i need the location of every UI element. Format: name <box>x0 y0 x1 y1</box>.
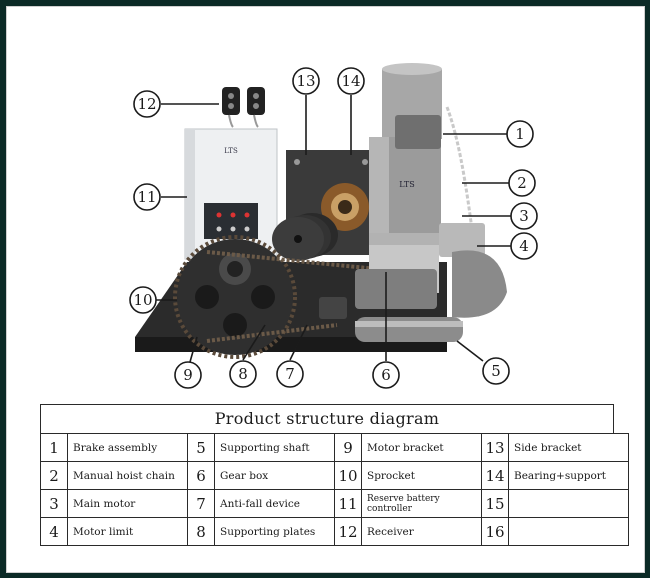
remote-controls <box>222 87 265 128</box>
part-label <box>508 489 629 518</box>
part-number: 2 <box>40 461 68 490</box>
part-number: 3 <box>40 489 68 518</box>
main-motor: LTS <box>369 63 442 293</box>
svg-text:11: 11 <box>137 188 156 206</box>
svg-text:4: 4 <box>519 237 529 255</box>
part-label: Main motor <box>67 489 188 518</box>
part-number: 10 <box>334 461 362 490</box>
supporting-plates <box>272 213 338 261</box>
svg-text:8: 8 <box>238 365 248 383</box>
chain-bag <box>452 250 507 318</box>
parts-table: Product structure diagram 1 Brake assemb… <box>40 404 629 546</box>
manual-hoist-chain <box>445 106 479 268</box>
part-label <box>508 517 629 546</box>
svg-text:14: 14 <box>341 72 360 90</box>
callout-4: 4 <box>510 232 538 260</box>
part-number: 13 <box>481 433 509 462</box>
svg-text:7: 7 <box>285 365 295 383</box>
part-number: 8 <box>187 517 215 546</box>
callout-14: 14 <box>337 67 365 95</box>
page-frame: LTS <box>6 6 645 573</box>
table-row: 3 Main motor 7 Anti-fall device 11 Reser… <box>40 489 629 518</box>
callout-6: 6 <box>372 361 400 389</box>
product-diagram: LTS <box>129 63 538 389</box>
svg-text:12: 12 <box>137 95 156 113</box>
part-number: 6 <box>187 461 215 490</box>
callout-2: 2 <box>508 169 536 197</box>
part-label: Supporting shaft <box>214 433 335 462</box>
callout-7: 7 <box>276 360 304 388</box>
callout-12: 12 <box>133 90 161 118</box>
callout-10: 10 <box>129 286 157 314</box>
drive-chain <box>206 250 378 343</box>
svg-text:3: 3 <box>519 207 529 225</box>
callout-8: 8 <box>229 360 257 388</box>
callouts: 12 11 10 13 14 1 2 3 4 5 6 7 8 9 <box>129 67 538 389</box>
svg-text:9: 9 <box>183 366 193 384</box>
part-number: 9 <box>334 433 362 462</box>
supporting-shaft <box>355 317 463 342</box>
svg-text:13: 13 <box>296 72 315 90</box>
brake-assembly <box>395 115 441 149</box>
part-label: Motor limit <box>67 517 188 546</box>
gear-box <box>355 269 437 309</box>
parts-grid: 1 Brake assembly 5 Supporting shaft 9 Mo… <box>40 433 629 546</box>
table-title: Product structure diagram <box>40 404 614 433</box>
svg-text:10: 10 <box>133 291 152 309</box>
svg-text:6: 6 <box>381 366 391 384</box>
callout-3: 3 <box>510 202 538 230</box>
table-row: 2 Manual hoist chain 6 Gear box 10 Sproc… <box>40 461 629 490</box>
callout-1: 1 <box>506 120 534 148</box>
part-label: Gear box <box>214 461 335 490</box>
part-label: Motor bracket <box>361 433 482 462</box>
part-number: 15 <box>481 489 509 518</box>
svg-text:5: 5 <box>491 362 501 380</box>
motor-brand: LTS <box>399 180 414 189</box>
anti-fall-device <box>319 297 347 319</box>
svg-text:1: 1 <box>515 125 525 143</box>
callout-13: 13 <box>292 67 320 95</box>
table-row: 1 Brake assembly 5 Supporting shaft 9 Mo… <box>40 433 629 462</box>
part-label: Anti-fall device <box>214 489 335 518</box>
part-label: Bearing+support <box>508 461 629 490</box>
controller-brand: LTS <box>224 147 238 155</box>
motor-limit <box>439 223 485 257</box>
part-label: Sprocket <box>361 461 482 490</box>
leader-lines <box>156 95 511 363</box>
callout-9: 9 <box>174 361 202 389</box>
part-number: 5 <box>187 433 215 462</box>
part-number: 1 <box>40 433 68 462</box>
part-number: 11 <box>334 489 362 518</box>
part-number: 16 <box>481 517 509 546</box>
part-label: Receiver <box>361 517 482 546</box>
part-number: 12 <box>334 517 362 546</box>
part-label: Brake assembly <box>67 433 188 462</box>
part-label: Side bracket <box>508 433 629 462</box>
part-number: 4 <box>40 517 68 546</box>
part-label: Manual hoist chain <box>67 461 188 490</box>
part-label: Reserve battery controller <box>361 489 482 518</box>
table-row: 4 Motor limit 8 Supporting plates 12 Rec… <box>40 517 629 546</box>
part-number: 14 <box>481 461 509 490</box>
callout-5: 5 <box>482 357 510 385</box>
callout-11: 11 <box>133 183 161 211</box>
svg-text:2: 2 <box>517 174 527 192</box>
part-label: Supporting plates <box>214 517 335 546</box>
part-number: 7 <box>187 489 215 518</box>
